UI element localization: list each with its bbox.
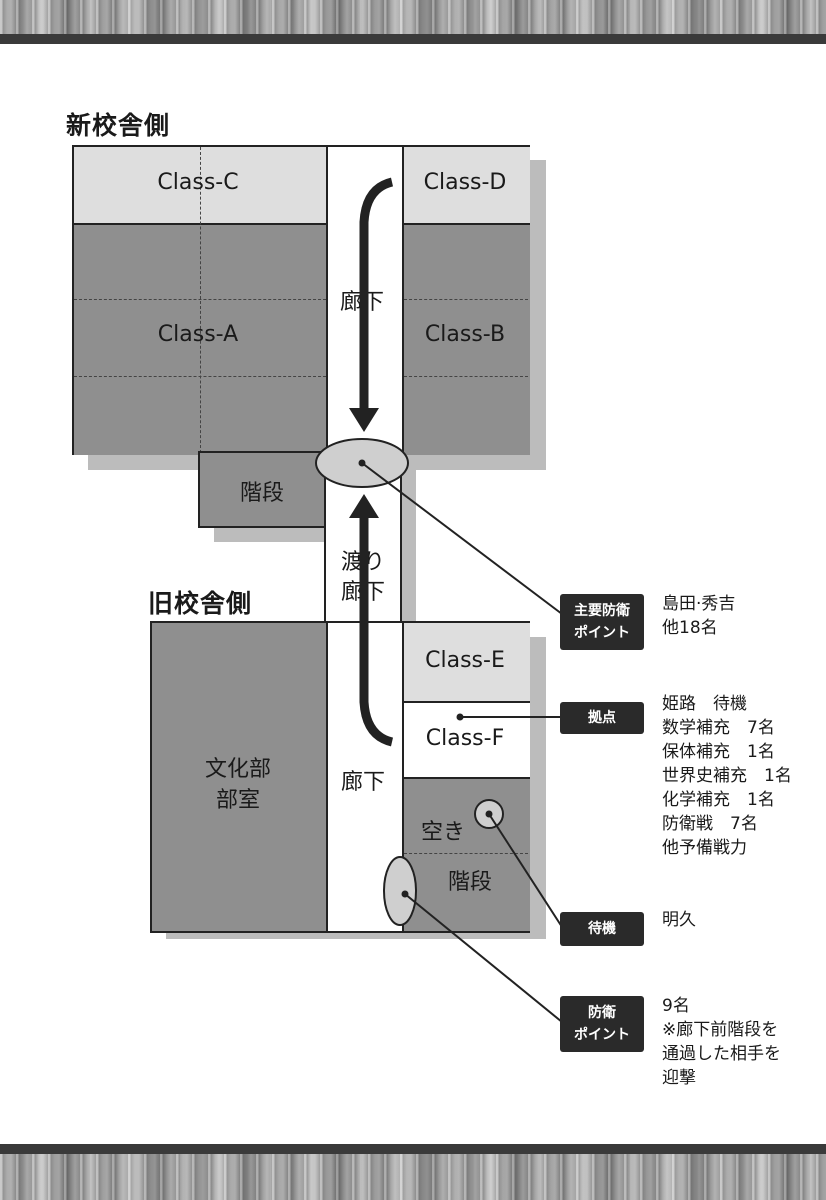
- old-building-heading: 旧校舎側: [148, 589, 253, 618]
- note-line: ※廊下前階段を: [662, 1020, 779, 1040]
- stairs-new: [198, 451, 326, 528]
- note-line: 姫路 待機: [662, 694, 747, 714]
- standby-note: 明久: [662, 908, 696, 932]
- dashed-divider: [74, 299, 326, 300]
- main-defense-point-tag: 主要防衛 ポイント: [560, 594, 644, 650]
- empty-and-stairs-room: [402, 779, 530, 931]
- defense-point-tag: 防衛 ポイント: [560, 996, 644, 1052]
- note-line: 他18名: [662, 618, 718, 638]
- dashed-divider: [404, 376, 528, 377]
- new-building: [72, 145, 530, 455]
- class-f-room: [402, 703, 530, 779]
- corridor-old-label: 廊下: [340, 770, 385, 795]
- dashed-divider: [74, 376, 326, 377]
- note-line: 世界史補充 1名: [662, 766, 792, 786]
- dashed-divider: [404, 853, 528, 854]
- class-b-room: [402, 223, 530, 455]
- standby-tag: 待機: [560, 912, 644, 946]
- dashed-divider: [200, 147, 201, 453]
- defense-point-note: 9名 ※廊下前階段を 通過した相手を 迎撃: [662, 994, 781, 1090]
- corridor-wall-left: [326, 147, 328, 453]
- stairs-old-label: 階段: [447, 870, 492, 895]
- new-building-heading: 新校舎側: [66, 111, 171, 140]
- note-line: 防衛戦 7名: [662, 814, 758, 834]
- note-line: 明久: [662, 910, 696, 930]
- dashed-divider: [404, 299, 528, 300]
- note-line: 化学補充 1名: [662, 790, 775, 810]
- old-building: [150, 621, 530, 933]
- culture-club-room: [152, 623, 328, 931]
- class-a-label: Class-A: [157, 322, 239, 347]
- note-line: 迎撃: [662, 1068, 696, 1088]
- bridge-corridor-label: 渡り 廊下: [340, 550, 385, 605]
- note-line: 9名: [662, 996, 690, 1016]
- class-d-room: [402, 147, 530, 223]
- class-c-label: Class-C: [157, 170, 239, 195]
- note-line: 通過した相手を: [662, 1044, 781, 1064]
- empty-room-label: 空き: [420, 820, 465, 845]
- main-defense-note: 島田·秀吉 他18名: [662, 592, 735, 640]
- class-f-label: Class-F: [425, 726, 505, 751]
- class-e-room: [402, 623, 530, 703]
- corridor-new-label: 廊下: [339, 290, 384, 315]
- culture-club-label: 文化部 部室: [204, 757, 271, 813]
- note-line: 保体補充 1名: [662, 742, 775, 762]
- note-line: 島田·秀吉: [662, 594, 736, 614]
- note-line: 他予備戦力: [662, 838, 747, 858]
- base-tag: 拠点: [560, 702, 644, 734]
- bottom-wood-border: [0, 1144, 826, 1200]
- base-note: 姫路 待機 数学補充 7名 保体補充 1名 世界史補充 1名 化学補充 1名 防…: [662, 692, 792, 860]
- class-e-label: Class-E: [425, 648, 505, 673]
- class-b-label: Class-B: [424, 322, 506, 347]
- top-wood-border: [0, 0, 826, 44]
- note-line: 数学補充 7名: [662, 718, 775, 738]
- class-d-label: Class-D: [423, 170, 507, 195]
- stairs-new-label: 階段: [239, 481, 284, 506]
